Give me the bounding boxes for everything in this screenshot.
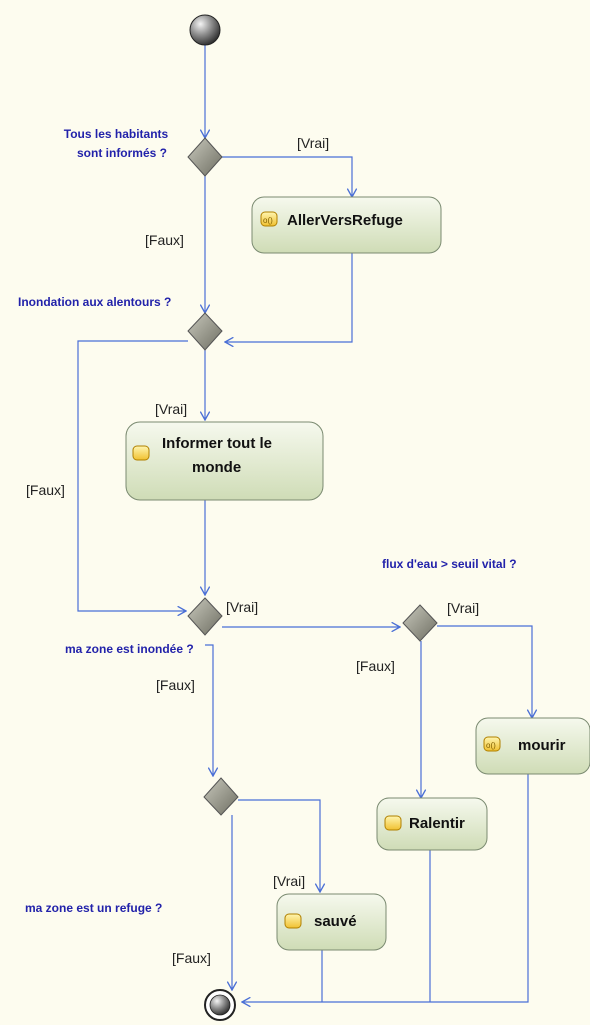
svg-text:o(): o() — [263, 216, 273, 225]
guard-d2-false: [Faux] — [26, 482, 65, 498]
guard-d1-true: [Vrai] — [297, 135, 329, 151]
guard-d1-false: [Faux] — [145, 232, 184, 248]
decision-node-2[interactable] — [187, 312, 223, 351]
activity-informer-tout-le-monde[interactable]: Informer tout le monde — [125, 421, 324, 501]
flow-d5-true — [238, 799, 320, 892]
guard-d3-true: [Vrai] — [226, 599, 258, 615]
activity-ralentir[interactable]: Ralentir — [376, 797, 488, 851]
question-label-5: ma zone est un refuge ? — [25, 901, 162, 915]
svg-text:o(): o() — [486, 741, 496, 750]
guard-d4-false: [Faux] — [356, 658, 395, 674]
flow-d4-true — [437, 625, 532, 718]
question-label-3: ma zone est inondée ? — [65, 642, 194, 656]
question-label-1b: sont informés ? — [77, 146, 167, 160]
activity-label: mourir — [518, 737, 566, 754]
guard-d5-false: [Faux] — [172, 950, 211, 966]
activity-aller-vers-refuge[interactable]: o() AllerVersRefuge — [251, 196, 442, 254]
activity-label: sauvé — [314, 913, 357, 930]
guard-d4-true: [Vrai] — [447, 600, 479, 616]
activity-label: AllerVersRefuge — [287, 212, 403, 229]
question-label-2: Inondation aux alentours ? — [18, 295, 171, 309]
action-icon — [132, 445, 150, 461]
activity-label: Ralentir — [409, 815, 465, 832]
decision-node-5[interactable] — [203, 777, 239, 816]
flow-mourir-to-final — [242, 774, 529, 1002]
activity-label-line1: Informer tout le — [162, 435, 272, 452]
activity-label-line2: monde — [192, 459, 241, 476]
initial-node[interactable] — [189, 14, 221, 46]
flow-d2-false — [77, 340, 188, 611]
activity-mourir[interactable]: o() mourir — [475, 717, 590, 775]
activity-sauve[interactable]: sauvé — [276, 893, 387, 951]
flow-d1-true — [222, 156, 352, 197]
question-label-4: flux d'eau > seuil vital ? — [382, 557, 517, 571]
decision-node-1[interactable] — [187, 137, 223, 177]
question-label-1: Tous les habitants — [64, 127, 169, 141]
decision-node-4[interactable] — [402, 604, 438, 642]
call-behavior-icon: o() — [483, 736, 501, 752]
final-node[interactable] — [204, 989, 236, 1021]
control-flows — [77, 45, 532, 1002]
call-behavior-icon: o() — [260, 211, 278, 227]
action-icon — [384, 815, 402, 831]
action-icon — [284, 913, 302, 929]
flow-aller-to-d2 — [225, 253, 353, 342]
decision-node-3[interactable] — [187, 597, 223, 636]
guard-d5-true: [Vrai] — [273, 873, 305, 889]
guard-d3-false: [Faux] — [156, 677, 195, 693]
guard-d2-true: [Vrai] — [155, 401, 187, 417]
flow-d3-false — [205, 644, 213, 776]
